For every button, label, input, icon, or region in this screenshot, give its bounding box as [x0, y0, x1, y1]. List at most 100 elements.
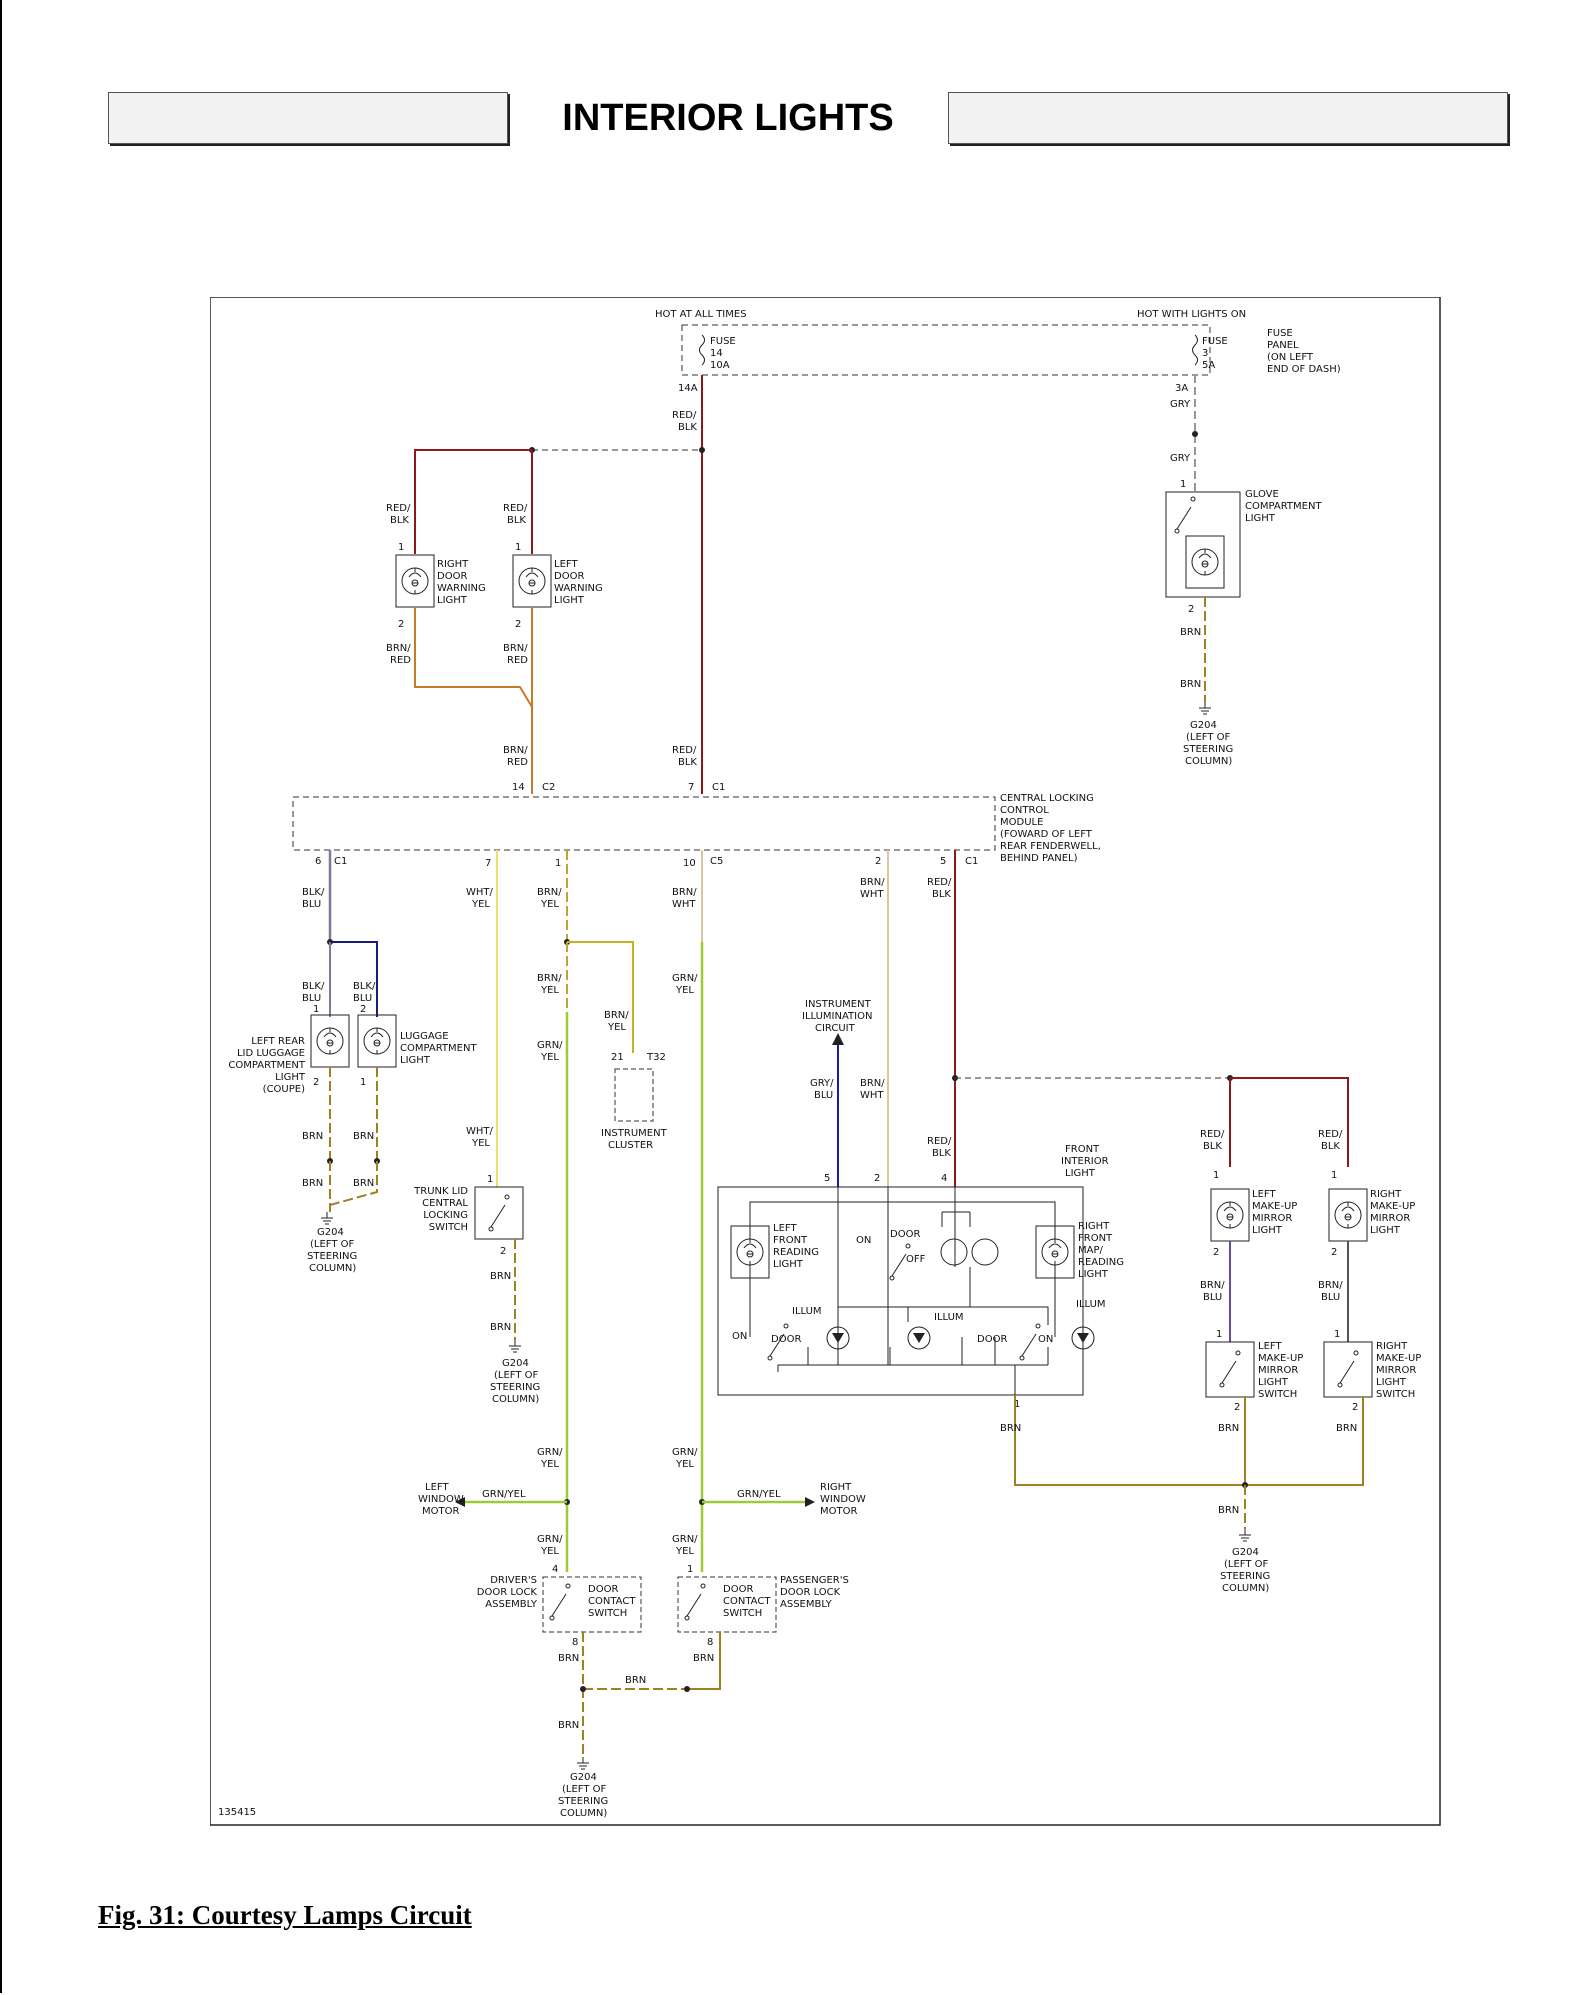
wire-label-brn-glove-1: BRN [1180, 627, 1201, 638]
header-bar-left [108, 92, 508, 144]
svg-text:LEFT: LEFT [773, 1223, 797, 1234]
svg-text:PANEL: PANEL [1267, 340, 1299, 351]
svg-text:COMPARTMENT: COMPARTMENT [400, 1043, 477, 1054]
right-switch-pin-2: 2 [1352, 1402, 1358, 1413]
svg-text:STEERING: STEERING [307, 1251, 357, 1262]
hot-with-lights-on-label: HOT WITH LIGHTS ON [1137, 309, 1246, 320]
svg-text:STEERING: STEERING [558, 1796, 608, 1807]
fuse-3-label: FUSE 3 5A [1202, 336, 1228, 371]
svg-text:(LEFT OF: (LEFT OF [494, 1370, 539, 1381]
trunk-pin-1: 1 [487, 1174, 493, 1185]
right-makeup-mirror-lamp [1328, 1188, 1368, 1242]
glove-compartment-label: GLOVE COMPARTMENT LIGHT [1245, 489, 1322, 524]
svg-text:DOOR: DOOR [723, 1584, 753, 1595]
ground-label-door: G204 (LEFT OF STEERING COLUMN) [558, 1772, 608, 1819]
svg-text:YEL: YEL [540, 985, 559, 996]
pin-14a: 14A [678, 383, 698, 394]
wire-label-gry-2: GRY [1170, 453, 1191, 464]
passengers-door-contact-label: DOOR CONTACT SWITCH [723, 1584, 771, 1619]
left-makeup-mirror-label: LEFT MAKE-UP MIRROR LIGHT [1252, 1189, 1297, 1236]
wire-label-brn-6: BRN [490, 1322, 511, 1333]
connector-c2: C2 [542, 782, 555, 793]
pin-10-c5: 10 [683, 858, 696, 869]
switch-label-illum-2: ILLUM [934, 1312, 964, 1323]
svg-text:ASSEMBLY: ASSEMBLY [780, 1599, 833, 1610]
svg-text:BRN/: BRN/ [860, 877, 885, 888]
wire-label-grn-yel-1: GRN/ YEL [537, 1040, 563, 1063]
right-mirror-pin-1: 1 [1331, 1170, 1337, 1181]
svg-text:LEFT REAR: LEFT REAR [251, 1036, 305, 1047]
svg-text:YEL: YEL [471, 899, 490, 910]
svg-text:DOOR LOCK: DOOR LOCK [780, 1587, 841, 1598]
luggage-pin-1: 1 [360, 1077, 366, 1088]
wire-label-wht-yel-1: WHT/ YEL [466, 887, 494, 910]
wire-brn-yel-cluster [567, 941, 634, 1053]
svg-text:(LEFT OF: (LEFT OF [1186, 732, 1231, 743]
svg-text:YEL: YEL [675, 1459, 694, 1470]
svg-text:STEERING: STEERING [1183, 744, 1233, 755]
passengers-door-contact-switch [684, 1583, 706, 1621]
wire-label-brn-blu-2: BRN/ BLU [1318, 1280, 1343, 1303]
wire-label-grn-yel-right-window: GRN/YEL [737, 1489, 781, 1500]
wire-label-brn-13: BRN [1336, 1423, 1357, 1434]
svg-text:G204: G204 [1190, 720, 1217, 731]
figure-caption: Fig. 31: Courtesy Lamps Circuit [98, 1900, 472, 1930]
svg-text:LIGHT: LIGHT [275, 1072, 306, 1083]
interior-lamp-b [971, 1238, 999, 1266]
pin-6-c1: 6 [315, 856, 321, 867]
right-front-map-label: RIGHT FRONT MAP/ READING LIGHT [1078, 1221, 1124, 1280]
glove-lamp [1185, 535, 1225, 589]
ground-mirror [1238, 1528, 1252, 1542]
luggage-compartment-label: LUGGAGE COMPARTMENT LIGHT [400, 1031, 477, 1066]
front-interior-light-box [717, 1186, 1084, 1396]
right-door-warning-label: RIGHT DOOR WARNING LIGHT [437, 559, 486, 606]
svg-text:SWITCH: SWITCH [588, 1608, 627, 1619]
right-door-warning-pin-1: 1 [398, 542, 404, 553]
svg-text:LEFT: LEFT [1252, 1189, 1276, 1200]
svg-text:RED/: RED/ [672, 745, 697, 756]
wire-label-brn-glove-2: BRN [1180, 679, 1201, 690]
svg-text:GRN/: GRN/ [672, 1447, 698, 1458]
svg-text:WHT: WHT [860, 889, 884, 900]
svg-text:RIGHT: RIGHT [1376, 1341, 1408, 1352]
svg-text:MAKE-UP: MAKE-UP [1258, 1353, 1303, 1364]
switch-label-door-3: DOOR [977, 1334, 1007, 1345]
svg-text:BLK/: BLK/ [353, 981, 376, 992]
svg-text:CLUSTER: CLUSTER [608, 1140, 653, 1151]
illum-led-1 [826, 1326, 850, 1350]
svg-text:BLK: BLK [678, 422, 697, 433]
svg-text:RIGHT: RIGHT [1370, 1189, 1402, 1200]
ground-door [576, 1756, 590, 1770]
wire-red-blk-right-door [414, 449, 532, 554]
fuse-panel-box [681, 324, 1211, 376]
left-window-motor-label: LEFT WINDOW MOTOR [418, 1482, 464, 1517]
fuse-panel-label: FUSE PANEL (ON LEFT END OF DASH) [1267, 328, 1341, 375]
svg-text:GRN/: GRN/ [537, 1040, 563, 1051]
left-door-warning-lamp [512, 554, 552, 608]
wire-label-brn-1: BRN [302, 1131, 323, 1142]
svg-text:MOTOR: MOTOR [422, 1506, 459, 1517]
wiring-diagram: HOT AT ALL TIMES HOT WITH LIGHTS ON FUSE… [209, 296, 1442, 1827]
arrow-right-window [805, 1497, 815, 1507]
switch-label-door-2: DOOR [771, 1334, 801, 1345]
svg-text:WINDOW: WINDOW [418, 1494, 464, 1505]
svg-text:MAKE-UP: MAKE-UP [1370, 1201, 1415, 1212]
svg-text:BRN/: BRN/ [386, 643, 411, 654]
illum-led-2 [907, 1326, 931, 1350]
arrow-instrument-illumination [832, 1033, 844, 1045]
svg-text:DOOR: DOOR [437, 571, 467, 582]
svg-text:MIRROR: MIRROR [1252, 1213, 1292, 1224]
svg-text:BLK: BLK [678, 757, 697, 768]
drivers-door-lock-label: DRIVER'S DOOR LOCK ASSEMBLY [477, 1575, 538, 1610]
svg-text:WHT: WHT [672, 899, 696, 910]
svg-text:WHT: WHT [860, 1090, 884, 1101]
left-rear-lid-pin-1: 1 [313, 1004, 319, 1015]
svg-text:RED/: RED/ [503, 503, 528, 514]
wire-label-blk-blu-3: BLK/ BLU [353, 981, 376, 1004]
pin-7-bottom: 7 [485, 858, 491, 869]
pin-2-bottom: 2 [875, 856, 881, 867]
svg-text:G204: G204 [317, 1227, 344, 1238]
left-makeup-switch-label: LEFT MAKE-UP MIRROR LIGHT SWITCH [1258, 1341, 1303, 1400]
svg-text:LUGGAGE: LUGGAGE [400, 1031, 449, 1042]
switch-label-on-2: ON [732, 1331, 747, 1342]
